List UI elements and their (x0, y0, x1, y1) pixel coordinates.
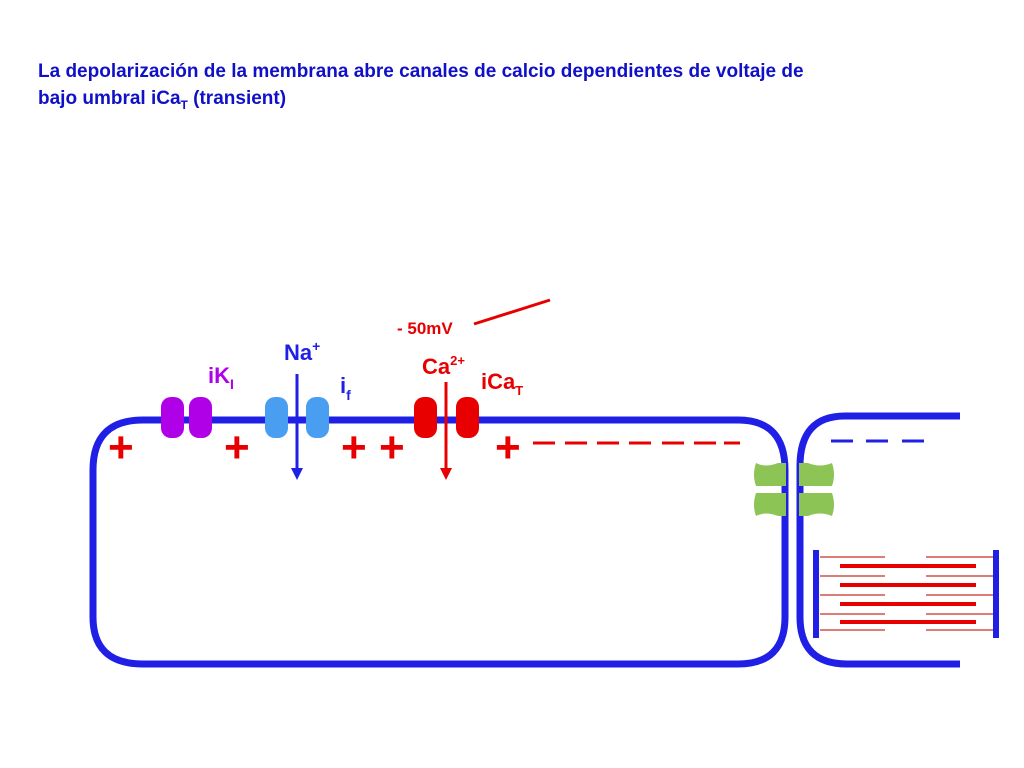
diagram-title: La depolarización de la membrana abre ca… (38, 58, 968, 119)
plus-charge-5: + (495, 423, 521, 472)
sarcomere (813, 550, 999, 638)
ca-inward-arrow (440, 382, 452, 480)
na-label: Na+ (284, 338, 320, 365)
plus-charge-4: + (379, 423, 405, 472)
if-label: if (340, 373, 351, 403)
title-line1: La depolarización de la membrana abre ca… (38, 61, 804, 82)
ik-label: iKI (208, 363, 234, 392)
gap-junction (754, 463, 834, 516)
plus-charge-3: + (341, 423, 367, 472)
plus-charge-1: + (108, 423, 134, 472)
right-cell-membrane (796, 412, 960, 668)
if-channel (265, 397, 329, 438)
na-inward-arrow (291, 374, 303, 480)
ca-label: Ca2+ (422, 353, 465, 379)
plus-charge-2: + (224, 423, 250, 472)
voltage-label: - 50mV (397, 319, 453, 338)
icat-label: iCaT (481, 369, 523, 398)
left-cell-membrane (89, 416, 789, 668)
cat-channel (414, 397, 479, 438)
title-line2: bajo umbral iCaT (transient) (38, 88, 287, 112)
threshold-line (473, 298, 551, 326)
ik-channel (161, 397, 212, 438)
